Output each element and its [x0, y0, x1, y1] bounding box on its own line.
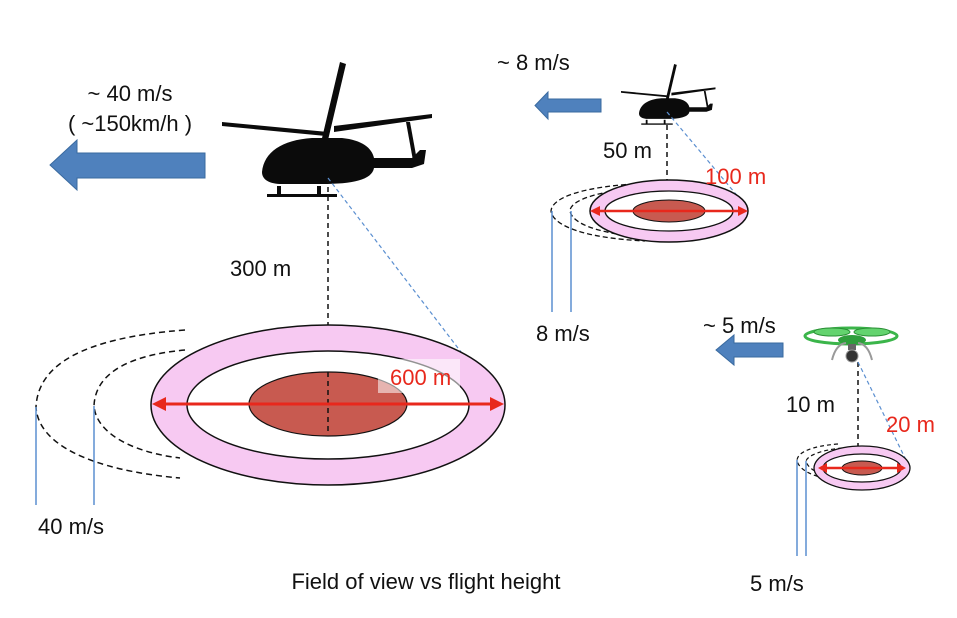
width-measure-arrow [818, 463, 906, 473]
width-label: 600 m [390, 365, 451, 390]
speed-label: ~ 8 m/s [497, 50, 570, 75]
ground-speed-label: 5 m/s [750, 571, 804, 596]
width-label: 100 m [705, 164, 766, 189]
height-label: 300 m [230, 256, 291, 281]
drone-icon [803, 326, 899, 363]
diagram-caption: Field of view vs flight height [291, 569, 560, 594]
fov-line-large [327, 177, 501, 404]
speed-kmh-label: ( ~150km/h ) [68, 111, 192, 136]
direction-arrow-large [49, 138, 206, 192]
fov-line-drone [857, 361, 907, 461]
speed-label: ~ 5 m/s [703, 313, 776, 338]
width-label: 20 m [886, 412, 935, 437]
scenario-large-helicopter: ~ 40 m/s ( ~150km/h ) 300 m 600 m 40 m/s [35, 62, 506, 539]
motion-trail [550, 182, 651, 242]
motion-trail [93, 349, 186, 459]
ground-speed-label: 8 m/s [536, 321, 590, 346]
helicopter-icon [222, 62, 432, 197]
helicopter-icon [621, 64, 716, 125]
direction-arrow-drone [715, 333, 784, 367]
motion-trail [35, 329, 186, 479]
width-measure-arrow [152, 397, 504, 411]
scenario-drone: ~ 5 m/s 10 m 20 m 5 m/s [703, 313, 935, 596]
scenario-small-helicopter: ~ 8 m/s 50 m 100 m 8 m/s [497, 50, 766, 346]
height-label: 10 m [786, 392, 835, 417]
fov-line-small [666, 111, 746, 206]
ground-speed-label: 40 m/s [38, 514, 104, 539]
direction-arrow-small [534, 90, 602, 121]
width-measure-arrow [590, 206, 748, 216]
speed-label: ~ 40 m/s [88, 81, 173, 106]
height-label: 50 m [603, 138, 652, 163]
